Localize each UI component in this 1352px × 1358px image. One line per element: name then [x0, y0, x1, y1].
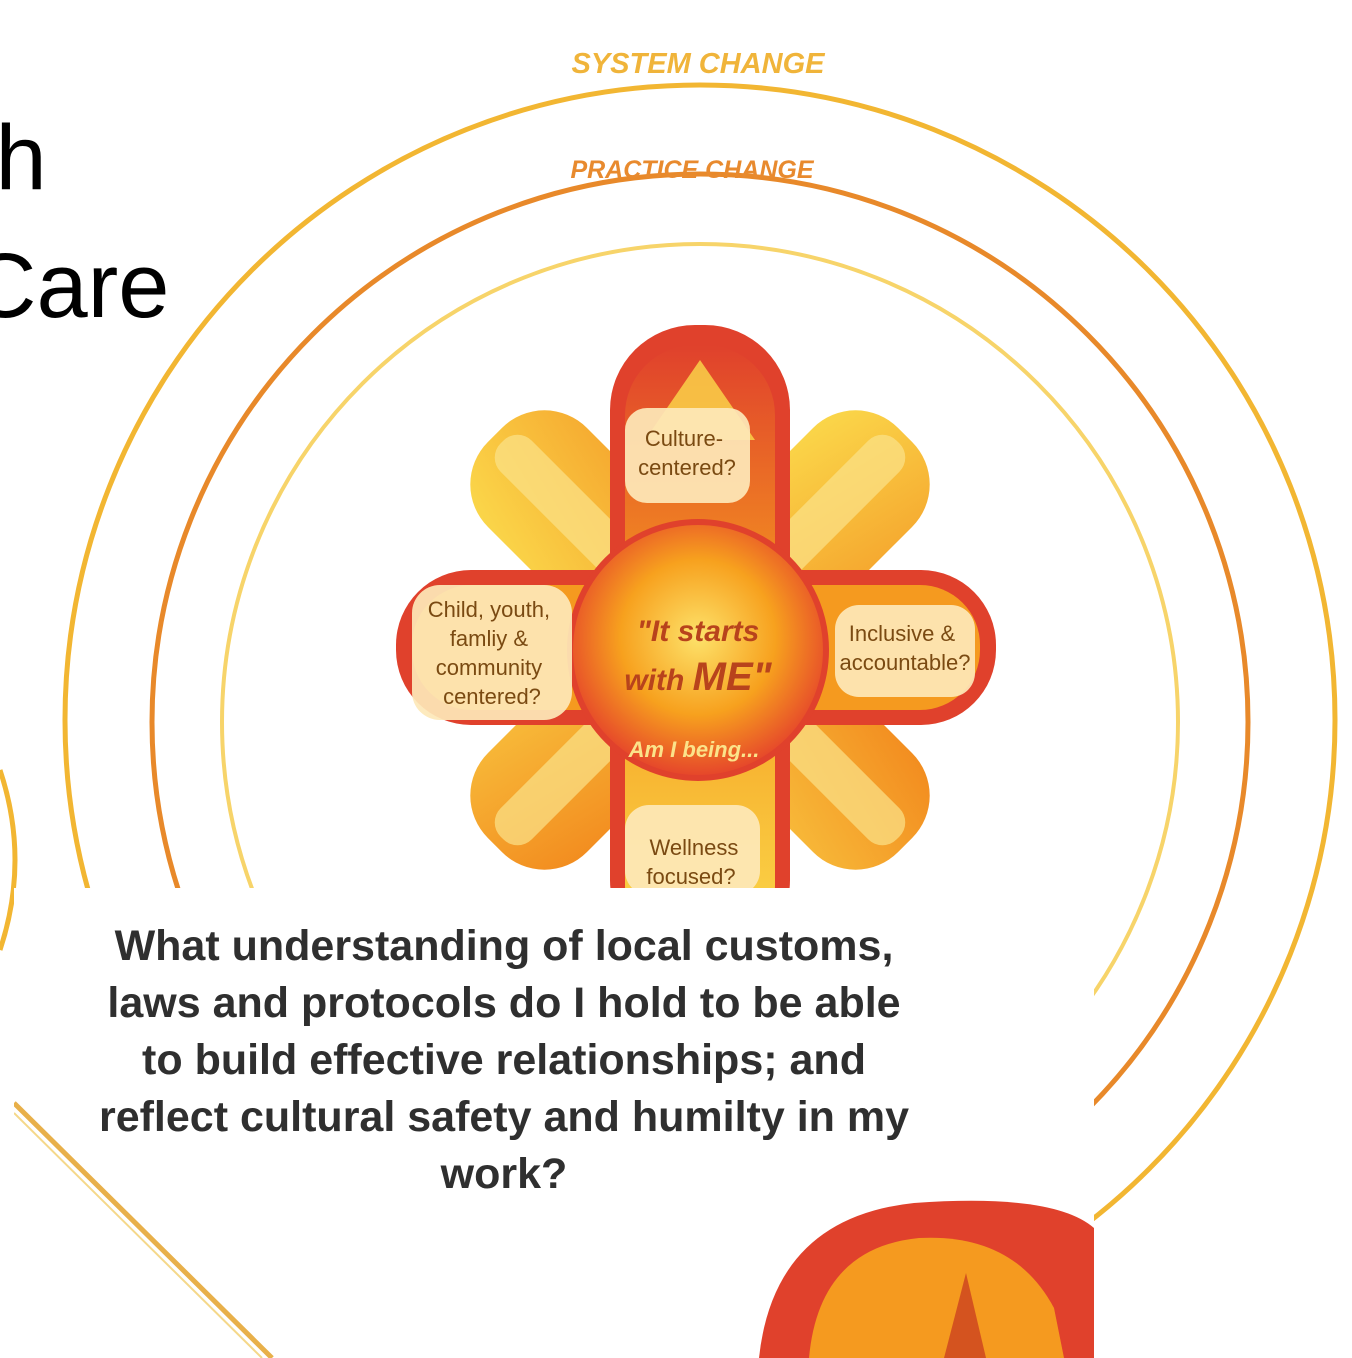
question-panel: What understanding of local customs, law…	[14, 888, 1094, 1358]
slide-title-line-2: Care	[0, 235, 170, 337]
petal-label-top: Culture- centered?	[638, 426, 736, 480]
petal-top-line-1: Culture-	[645, 426, 723, 451]
outer-ring-label: SYSTEM CHANGE	[572, 48, 827, 80]
petal-label-left: Child, youth, famliy & community centere…	[428, 597, 556, 709]
center-line-2: with ME"	[624, 655, 772, 699]
petal-left-line-2: famliy &	[450, 626, 529, 651]
petal-left-line-3: community	[436, 655, 542, 680]
star-core	[570, 522, 826, 778]
middle-ring-label: PRACTICE CHANGE	[570, 156, 814, 184]
slide-title-line-1: th	[0, 107, 47, 209]
petal-pad-right	[835, 605, 975, 697]
petal-pad-top	[625, 408, 750, 503]
petal-pad-left	[412, 585, 572, 720]
reflection-question: What understanding of local customs, law…	[98, 922, 910, 1198]
petal-label-right: Inclusive & accountable?	[840, 621, 971, 675]
petal-pad-bottom	[625, 805, 760, 895]
center-line-2-emphasis: ME"	[693, 655, 773, 699]
petal-left-line-4: centered?	[443, 684, 541, 709]
petal-right-line-1: Inclusive &	[849, 621, 956, 646]
petal-left-line-1: Child, youth,	[428, 597, 550, 622]
left-edge-ring-arc	[0, 769, 18, 951]
petal-bottom-line-1: Wellness	[650, 835, 739, 860]
petal-bottom-line-2: focused?	[646, 864, 735, 889]
center-line-2-prefix: with	[624, 664, 692, 697]
petal-label-bottom: Wellness focused?	[646, 835, 744, 889]
center-line-1: "It starts	[637, 615, 760, 648]
center-prompt: Am I being...	[628, 737, 760, 762]
petal-top-line-2: centered?	[638, 455, 736, 480]
panel-decoration	[14, 1101, 1094, 1358]
petal-right-line-2: accountable?	[840, 650, 971, 675]
